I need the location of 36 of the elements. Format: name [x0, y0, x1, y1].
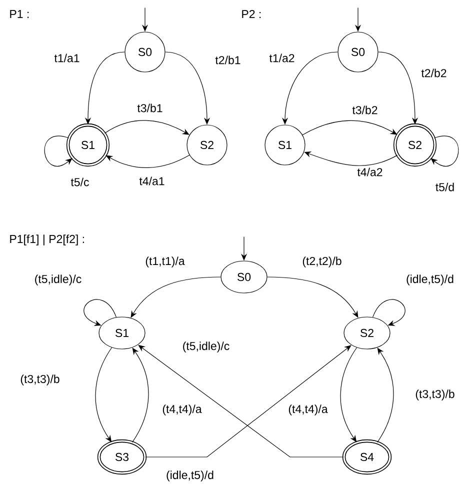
edge-label: (t4,t4)/a: [161, 404, 203, 416]
accepting-state: S2: [393, 123, 437, 167]
diagram-heading: P2 :: [242, 10, 261, 18]
edge-label: t3/b1: [136, 102, 164, 114]
transition-arrow: [377, 348, 394, 443]
self-loop-arrow: [372, 299, 406, 326]
edge-label: (idle,t5)/d: [405, 274, 455, 286]
edge-label: t1/a2: [268, 52, 296, 64]
edge-label: t5/d: [434, 182, 456, 192]
transition-arrow: [132, 348, 149, 443]
transition-arrow: [104, 120, 190, 135]
accepting-state: S4: [342, 439, 392, 475]
self-loop-arrow: [44, 136, 72, 167]
accepting-state: S1: [66, 123, 110, 167]
edge-label: (t5,idle)/c: [181, 340, 231, 354]
edge-label: (idle,t5)/d: [165, 470, 215, 482]
edge-label: t4/a2: [356, 166, 384, 178]
edge-label: (t1,t1)/a: [144, 256, 186, 268]
edge-label: (t3,t3)/b: [414, 388, 456, 402]
transition-arrow: [267, 276, 358, 318]
self-loop-arrow: [84, 299, 117, 326]
edge-label: (t5,idle)/c: [33, 274, 83, 286]
edge-label: t5/c: [70, 176, 90, 188]
diagram-heading: P1 :: [10, 10, 29, 18]
accepting-state: S3: [97, 439, 147, 475]
edge-label: t3/b2: [351, 104, 379, 116]
edge-label: (t4,t4)/a: [287, 404, 329, 416]
edge-label: t2/b2: [420, 68, 448, 78]
edge-label: t4/a1: [138, 176, 166, 186]
transition-arrow: [130, 276, 221, 318]
self-loop-arrow: [430, 136, 459, 167]
edge-label: (t2,t2)/b: [301, 256, 343, 268]
diagram-heading: P1[f1] | P2[f2] :: [10, 234, 84, 246]
edge-label: t2/b1: [214, 54, 242, 66]
edge-label: (t3,t3)/b: [19, 374, 61, 386]
edge-label: t1/a1: [53, 52, 81, 64]
